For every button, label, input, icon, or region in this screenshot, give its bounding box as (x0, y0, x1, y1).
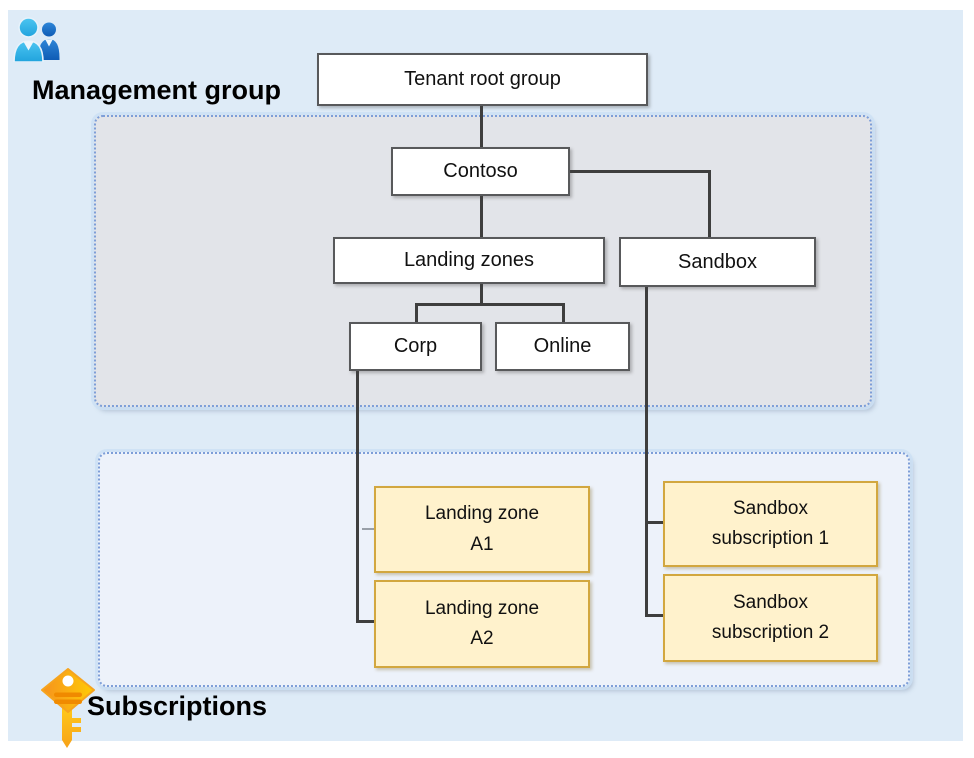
connector-contoso-to-sandbox-vertical (708, 170, 711, 237)
node-landing-zone-a2-subscription: Landing zone A2 (374, 580, 590, 668)
node-tenant-root-group-label: Tenant root group (404, 68, 561, 90)
connector-corp-to-landing-zone-a2 (356, 620, 375, 623)
connector-drop-to-online (562, 303, 565, 322)
node-landing-zone-a2-label: Landing zone A2 (424, 597, 540, 649)
connector-sandbox-to-subscription-1 (645, 521, 664, 524)
connector-contoso-to-landing-zones (480, 196, 483, 237)
connector-corp-online-crossbar (415, 303, 565, 306)
node-tenant-root-group: Tenant root group (317, 53, 648, 106)
node-sandbox-subscription-1-label: Sandbox subscription 1 (711, 497, 830, 549)
node-online-label: Online (533, 335, 592, 357)
connector-sandbox-to-subscription-2 (645, 614, 664, 617)
connector-corp-trunk (356, 371, 359, 623)
node-corp: Corp (349, 322, 482, 371)
node-landing-zone-a1-subscription: Landing zone A1 (374, 486, 590, 573)
connector-drop-to-corp (415, 303, 418, 322)
connector-corp-to-landing-zone-a1 (362, 528, 374, 530)
node-sandbox-subscription-2: Sandbox subscription 2 (663, 574, 878, 662)
connector-landing-zones-stem (480, 284, 483, 306)
node-corp-label: Corp (393, 335, 438, 357)
node-online: Online (495, 322, 630, 371)
subscriptions-heading: Subscriptions (87, 691, 268, 721)
management-group-people-icon (13, 17, 60, 62)
subscriptions-key-icon (41, 668, 95, 748)
node-sandbox-subscription-1: Sandbox subscription 1 (663, 481, 878, 567)
node-sandbox-subscription-2-label: Sandbox subscription 2 (711, 591, 830, 643)
connector-tenant-root-to-contoso (480, 106, 483, 147)
connector-contoso-to-sandbox-horizontal (570, 170, 711, 173)
management-group-heading: Management group (32, 75, 282, 105)
node-sandbox: Sandbox (619, 237, 816, 287)
node-contoso-label: Contoso (443, 160, 518, 182)
node-landing-zone-a1-label: Landing zone A1 (424, 503, 540, 555)
node-sandbox-label: Sandbox (678, 250, 757, 273)
node-landing-zones: Landing zones (333, 237, 605, 284)
node-landing-zones-label: Landing zones (403, 249, 535, 271)
node-contoso: Contoso (391, 147, 570, 196)
connector-sandbox-trunk (645, 287, 648, 617)
